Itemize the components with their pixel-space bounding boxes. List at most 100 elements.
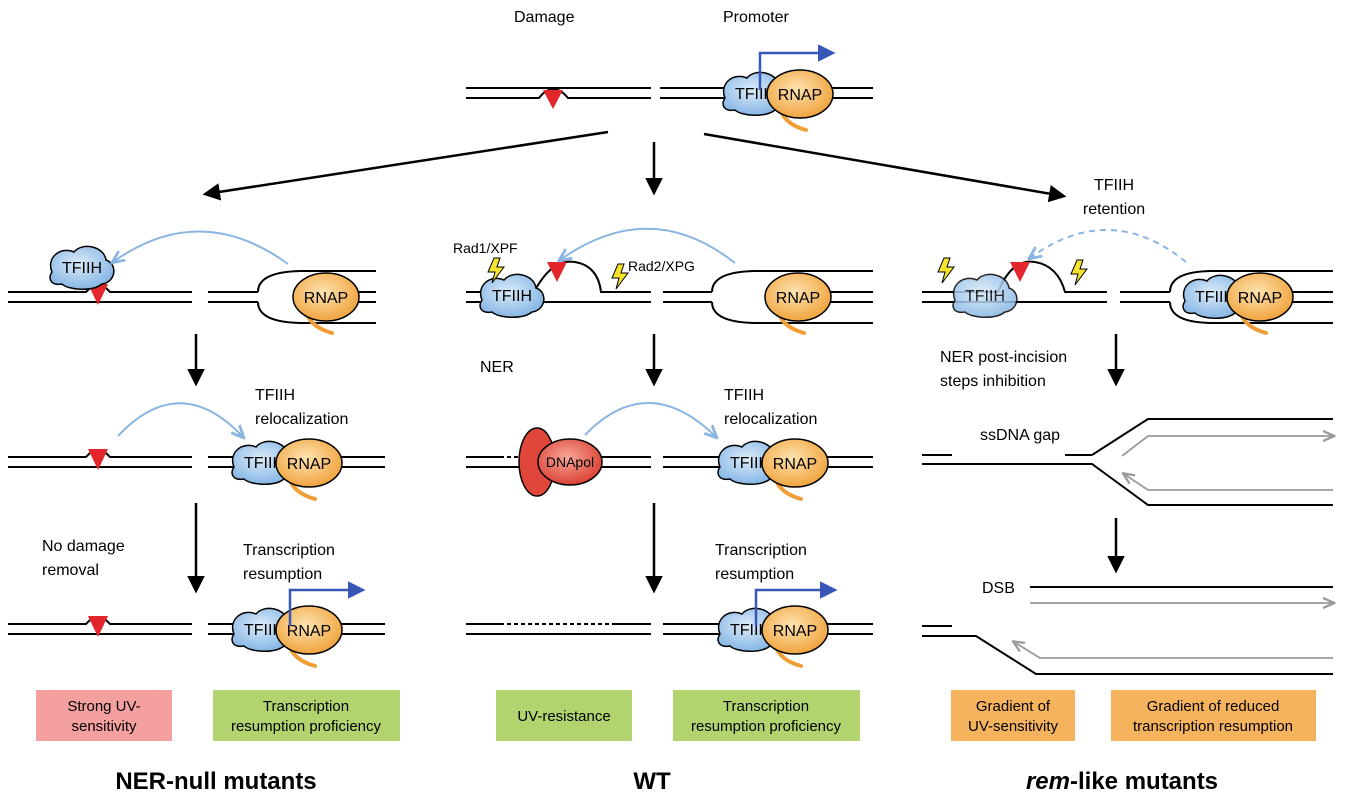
recruitment-arrow: [560, 227, 736, 264]
rnap-label: RNAP: [773, 456, 817, 473]
tfiih-label: TFIIH: [62, 260, 102, 277]
rnap-blob: RNAP: [275, 438, 343, 501]
lesion-icon: [88, 616, 108, 637]
lesion-icon: [88, 284, 108, 305]
outcome-box-resumption-proficiency: Transcription resumption proficiency: [213, 690, 400, 741]
dnapol-label: DNApol: [546, 454, 594, 470]
incision-bolt-icon: [611, 263, 629, 290]
no-removal-label-2: removal: [42, 562, 99, 579]
svg-text:UV-resistance: UV-resistance: [517, 708, 610, 725]
transcription-arrow: [754, 581, 838, 626]
rnap-blob: RNAP: [761, 438, 829, 501]
rnap-blob: RNAP: [766, 69, 834, 132]
rnap-shape: [761, 438, 829, 488]
replication-arrow: [1124, 474, 1333, 491]
rnap-shape: [761, 605, 829, 655]
tfiih-label: TFIIH: [244, 455, 284, 472]
outcome-box-resumption-proficiency: Transcription resumption proficiency: [673, 690, 860, 741]
rnap-label: RNAP: [287, 623, 331, 640]
retention-arrow: [1030, 229, 1187, 263]
rnap-blob: RNAP: [764, 272, 832, 335]
svg-text:UV-sensitivity: UV-sensitivity: [968, 718, 1059, 735]
lesion-icon: [1010, 262, 1030, 282]
rnap-blob: RNAP: [275, 605, 343, 668]
rnap-shape: [275, 605, 343, 655]
group-title-rem-like: rem-like mutants: [1026, 768, 1218, 795]
transcription-arrow: [288, 581, 366, 626]
tfiih-label: TFIIH: [730, 622, 770, 639]
outcome-box-uv-resistance: UV-resistance: [496, 690, 632, 741]
recruitment-arrow: [113, 230, 289, 264]
tfiih-label: TFIIH: [965, 288, 1005, 305]
damage-label: Damage: [514, 9, 575, 26]
no-removal-label-1: No damage: [42, 538, 125, 555]
rnap-shape: [275, 438, 343, 488]
resumption-label-1: Transcription: [243, 542, 335, 559]
outcome-box-uv-sensitivity: Strong UV- sensitivity: [36, 690, 172, 741]
tfiih-shape: [49, 245, 115, 290]
svg-text:resumption proficiency: resumption proficiency: [231, 718, 382, 735]
tfiih-label: TFIIH: [730, 455, 770, 472]
retention-label-2: retention: [1083, 201, 1145, 218]
rnap-shape: [766, 69, 834, 119]
ner-label: NER: [480, 359, 514, 376]
rnap-label: RNAP: [287, 456, 331, 473]
tfiih-label: TFIIH: [735, 86, 775, 103]
incision-bolt-icon: [1070, 259, 1088, 286]
rnap-label: RNAP: [1238, 290, 1282, 307]
rnap-label: RNAP: [773, 623, 817, 640]
rnap-blob: RNAP: [1226, 272, 1294, 335]
resumption-label-2: resumption: [243, 566, 322, 583]
tfiih-blob: TFIIH: [952, 273, 1018, 318]
rnap-label: RNAP: [776, 290, 820, 307]
lesion-icon: [88, 449, 108, 470]
svg-text:Strong UV-: Strong UV-: [67, 698, 140, 715]
rnap-shape: [764, 272, 832, 322]
svg-text:Transcription: Transcription: [723, 698, 809, 715]
transcription-arrow: [758, 44, 836, 90]
dna-polymerase: DNApol: [518, 427, 603, 497]
middle-column: TFIIH RNAP Rad1/XPF Rad2/XPG NER DNApol …: [453, 227, 873, 795]
rnap-label: RNAP: [304, 290, 348, 307]
outcome-box-reduced-resumption: Gradient of reduced transcription resump…: [1111, 690, 1316, 741]
svg-text:Gradient of reduced: Gradient of reduced: [1147, 698, 1280, 715]
incision-bolt-icon: [937, 257, 955, 284]
rad2-label: Rad2/XPG: [628, 258, 695, 274]
tfiih-label: TFIIH: [244, 622, 284, 639]
dsb-label: DSB: [982, 580, 1015, 597]
inhibition-label-1: NER post-incision: [940, 349, 1067, 366]
rad1-label: Rad1/XPF: [453, 240, 518, 256]
relocalization-label-2: relocalization: [724, 411, 817, 428]
relocalization-arrow: [584, 402, 716, 437]
replication-arrow: [1121, 436, 1333, 457]
branch-arrows: [202, 130, 1067, 203]
relocalization-label-2: relocalization: [255, 411, 348, 428]
promoter-label: Promoter: [723, 9, 789, 26]
relocalization-arrow: [117, 402, 243, 437]
tfiih-label: TFIIH: [1195, 289, 1235, 306]
svg-text:sensitivity: sensitivity: [71, 718, 137, 735]
retention-label-1: TFIIH: [1094, 177, 1134, 194]
rnap-blob: RNAP: [761, 605, 829, 668]
ssdna-gap-label: ssDNA gap: [980, 427, 1060, 444]
relocalization-label-1: TFIIH: [724, 387, 764, 404]
lesion-icon: [547, 262, 567, 282]
tfiih-blob: TFIIH: [49, 245, 115, 290]
branch-arrow-right: [703, 132, 1067, 203]
svg-text:Transcription: Transcription: [263, 698, 349, 715]
svg-text:transcription resumption: transcription resumption: [1133, 718, 1293, 735]
resumption-label-2: resumption: [715, 566, 794, 583]
svg-text:resumption proficiency: resumption proficiency: [691, 718, 842, 735]
rnap-label: RNAP: [778, 87, 822, 104]
group-title-ner-null: NER-null mutants: [115, 768, 316, 795]
tfiih-shape: [952, 273, 1018, 318]
tfiih-shape: [479, 273, 545, 318]
